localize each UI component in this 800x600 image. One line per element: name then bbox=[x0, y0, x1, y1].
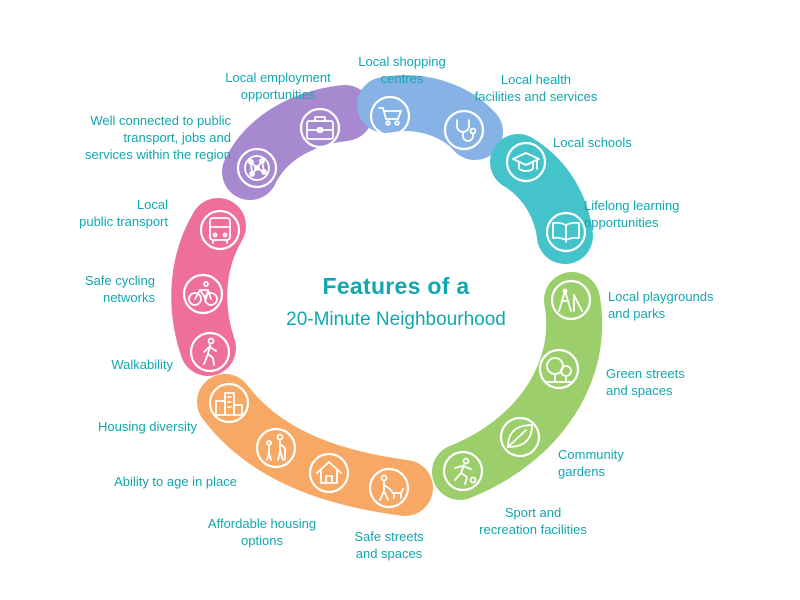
trees-icon bbox=[538, 348, 580, 390]
feature-label-walking-person: Walkability bbox=[111, 357, 173, 372]
runner-icon bbox=[442, 450, 484, 492]
walking-person-icon bbox=[189, 331, 231, 373]
dog-walker-icon bbox=[368, 467, 410, 509]
graduation-cap-icon bbox=[505, 141, 547, 183]
leaf-icon bbox=[499, 416, 541, 458]
elderly-person-icon bbox=[255, 427, 297, 469]
stethoscope-icon bbox=[443, 109, 485, 151]
buildings-icon bbox=[208, 382, 250, 424]
feature-icons bbox=[182, 95, 592, 509]
playground-icon bbox=[550, 279, 592, 321]
shopping-cart-icon bbox=[369, 95, 411, 137]
diagram-title-line2: 20-Minute Neighbourhood bbox=[286, 309, 506, 330]
house-icon bbox=[308, 452, 350, 494]
ring-segment-orange bbox=[197, 374, 433, 516]
ring-segment-green bbox=[432, 272, 603, 500]
feature-label-elderly-person: Ability to age in place bbox=[114, 474, 237, 489]
bus-icon bbox=[199, 209, 241, 251]
network-icon bbox=[236, 147, 278, 189]
feature-label-buildings: Housing diversity bbox=[98, 419, 197, 434]
briefcase-icon bbox=[299, 107, 341, 149]
ring-segments bbox=[171, 75, 603, 516]
open-book-icon bbox=[545, 211, 587, 253]
feature-label-graduation-cap: Local schools bbox=[553, 135, 632, 150]
ring-segment-purple bbox=[222, 85, 373, 200]
bicycle-icon bbox=[182, 273, 224, 315]
ring-segment-teal bbox=[490, 134, 593, 264]
diagram-title-line1: Features of a bbox=[322, 273, 470, 299]
